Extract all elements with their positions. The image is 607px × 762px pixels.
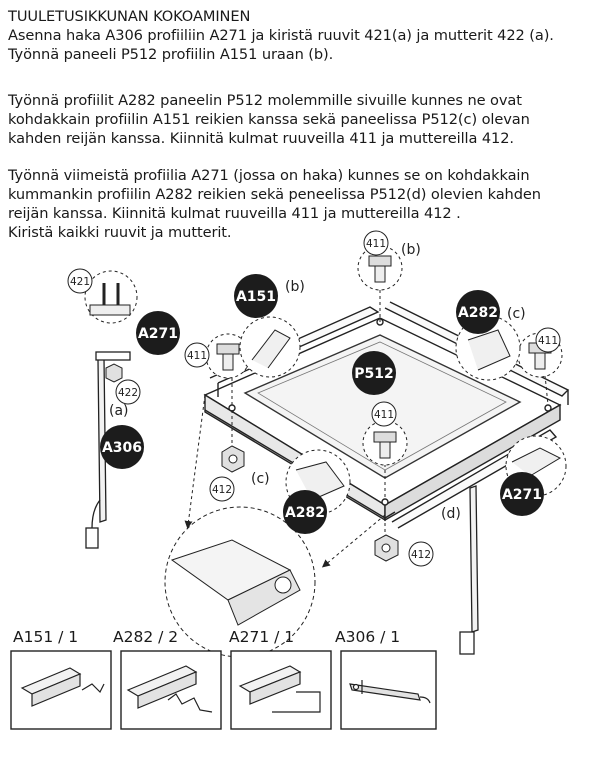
part-label-a271: A271 / 1 bbox=[229, 628, 295, 646]
svg-text:P512: P512 bbox=[354, 366, 393, 382]
a282-profile-icon bbox=[126, 665, 213, 713]
part-label-a151: A151 / 1 bbox=[13, 628, 79, 646]
paragraph-line: Asenna haka A306 profiiliin A271 ja kiri… bbox=[8, 27, 554, 44]
label-422: 422 bbox=[115, 379, 141, 405]
paragraph-3: Työnnä viimeistä profiilia A271 (jossa o… bbox=[8, 166, 603, 242]
a151-profile-icon bbox=[20, 667, 105, 707]
label-c-left: (c) bbox=[251, 471, 270, 487]
svg-text:A151: A151 bbox=[236, 289, 276, 305]
corner-detail bbox=[164, 506, 316, 658]
screw-detail-421 bbox=[84, 270, 138, 324]
part-label-a282: A282 / 2 bbox=[113, 628, 179, 646]
label-412-left: 412 bbox=[209, 476, 235, 502]
page-title: TUULETUSIKKUNAN KOKOAMINEN bbox=[8, 8, 251, 25]
part-a282-box bbox=[120, 650, 222, 730]
label-d: (d) bbox=[441, 506, 461, 522]
svg-text:412: 412 bbox=[411, 549, 431, 561]
part-a271-box bbox=[230, 650, 332, 730]
label-412-bottom: 412 bbox=[408, 541, 434, 567]
paragraph-line: Työnnä profiilit A282 paneelin P512 mole… bbox=[8, 92, 522, 109]
svg-text:A306: A306 bbox=[102, 440, 142, 456]
callout-a271-right: A271 bbox=[500, 472, 544, 516]
part-a306-box bbox=[340, 650, 437, 730]
svg-text:A271: A271 bbox=[138, 326, 178, 342]
svg-text:411: 411 bbox=[538, 335, 558, 347]
support-leg bbox=[459, 485, 479, 655]
svg-text:411: 411 bbox=[187, 350, 207, 362]
paragraph-line: kahden reijän kanssa. Kiinnitä kulmat ru… bbox=[8, 130, 514, 147]
part-a151-box bbox=[10, 650, 112, 730]
part-label-a306: A306 / 1 bbox=[335, 628, 401, 646]
callout-p512: P512 bbox=[352, 351, 396, 395]
a271-profile-icon bbox=[238, 665, 321, 713]
label-411-right: 411 bbox=[535, 327, 561, 353]
paragraph-1: Asenna haka A306 profiiliin A271 ja kiri… bbox=[8, 26, 603, 64]
label-b-a151: (b) bbox=[285, 279, 305, 295]
label-411-left: 411 bbox=[184, 342, 210, 368]
paragraph-line: reijän kanssa. Kiinnitä kulmat ruuveilla… bbox=[8, 205, 461, 222]
nut-412-bottom bbox=[374, 534, 399, 562]
screw-detail-411-center bbox=[362, 420, 408, 466]
label-411-center: 411 bbox=[371, 401, 397, 427]
profile-detail-a151 bbox=[239, 316, 301, 378]
callout-a151: A151 bbox=[234, 274, 278, 318]
a306-hook-icon bbox=[349, 680, 431, 704]
svg-text:411: 411 bbox=[366, 238, 386, 250]
svg-text:A271: A271 bbox=[502, 487, 542, 503]
parts-list bbox=[10, 650, 437, 730]
callout-a271-left: A271 bbox=[136, 311, 180, 355]
label-c-top: (c) bbox=[507, 306, 526, 322]
svg-text:422: 422 bbox=[118, 387, 138, 399]
nut-422 bbox=[105, 363, 123, 383]
label-421: 421 bbox=[67, 268, 93, 294]
paragraph-2: Työnnä profiilit A282 paneelin P512 mole… bbox=[8, 91, 603, 148]
screw-detail-411-top bbox=[357, 245, 403, 291]
callout-a306: A306 bbox=[100, 425, 144, 469]
label-b-top: (b) bbox=[401, 242, 421, 258]
svg-text:412: 412 bbox=[212, 484, 232, 496]
callout-a282-top: A282 bbox=[456, 290, 500, 334]
paragraph-line: Työnnä viimeistä profiilia A271 (jossa o… bbox=[8, 167, 530, 184]
label-411-top: 411 bbox=[363, 230, 389, 256]
svg-text:411: 411 bbox=[374, 409, 394, 421]
callout-a282-bottom: A282 bbox=[283, 490, 327, 534]
nut-412-left bbox=[221, 445, 245, 473]
svg-text:A282: A282 bbox=[285, 505, 325, 521]
label-a: (a) bbox=[109, 403, 129, 419]
paragraph-line: Kiristä kaikki ruuvit ja mutterit. bbox=[8, 224, 232, 241]
paragraph-line: kohdakkain profiilin A151 reikien kanssa… bbox=[8, 111, 530, 128]
svg-text:421: 421 bbox=[70, 276, 90, 288]
paragraph-line: kummankin profiilin A282 reikien sekä pe… bbox=[8, 186, 541, 203]
svg-text:A282: A282 bbox=[458, 305, 498, 321]
paragraph-line: Työnnä paneeli P512 profiilin A151 uraan… bbox=[8, 46, 334, 63]
